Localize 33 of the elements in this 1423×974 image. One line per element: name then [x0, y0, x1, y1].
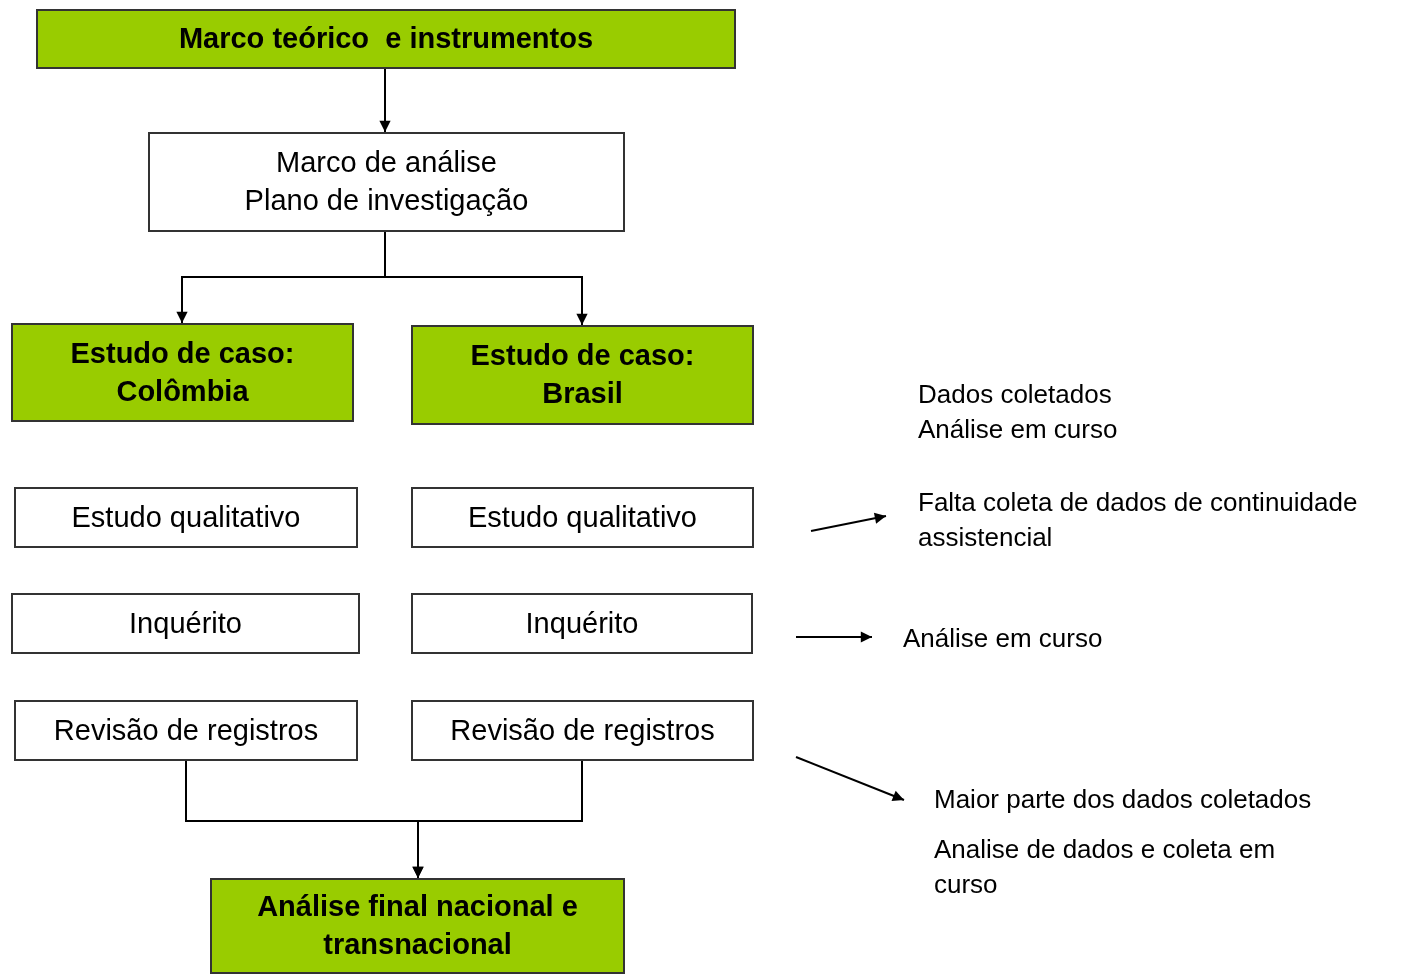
- box-text: Marco de análise: [276, 145, 497, 181]
- box-text: Plano de investigação: [244, 183, 529, 218]
- arrow: [795, 631, 873, 643]
- heading-box: [36, 9, 736, 69]
- method-box: [11, 593, 360, 654]
- case-study-box: [11, 323, 354, 422]
- result-box: [210, 878, 625, 974]
- method-box: [411, 593, 753, 654]
- box-text: Inquérito: [129, 605, 242, 641]
- box-text: Estudo de caso: Colômbia: [69, 335, 296, 409]
- arrow: [379, 68, 391, 133]
- box-text: Estudo qualitativo: [468, 499, 697, 535]
- case-study-box: [411, 325, 754, 425]
- method-box: [14, 487, 358, 548]
- method-box: [411, 700, 754, 761]
- arrow: [795, 756, 905, 802]
- box-text: Revisão de registros: [53, 712, 319, 748]
- box-text: Maior parte dos dados coletados: [934, 783, 1312, 817]
- process-box: [148, 132, 625, 232]
- box-text: Análise em curso: [903, 622, 1103, 656]
- box-text: Inquérito: [525, 605, 639, 641]
- box-text: Estudo qualitativo: [71, 499, 301, 535]
- box-text: Revisão de registros: [450, 712, 715, 748]
- box-text: Falta coleta de dados de continuidade assistencial: [918, 485, 1359, 554]
- status-note: Analise de dados e coleta em curso: [934, 833, 1277, 902]
- method-box: [14, 700, 358, 761]
- box-text: Análise final nacional e transnacional: [256, 889, 579, 962]
- box-text: Marco teórico e instrumentos: [178, 21, 594, 57]
- box-text: Estudo de caso: Brasil: [469, 338, 696, 411]
- arrow: [810, 512, 887, 532]
- arrow: [412, 760, 583, 879]
- status-note: Dados coletados Análise em curso: [918, 378, 1119, 447]
- method-box: [411, 487, 754, 548]
